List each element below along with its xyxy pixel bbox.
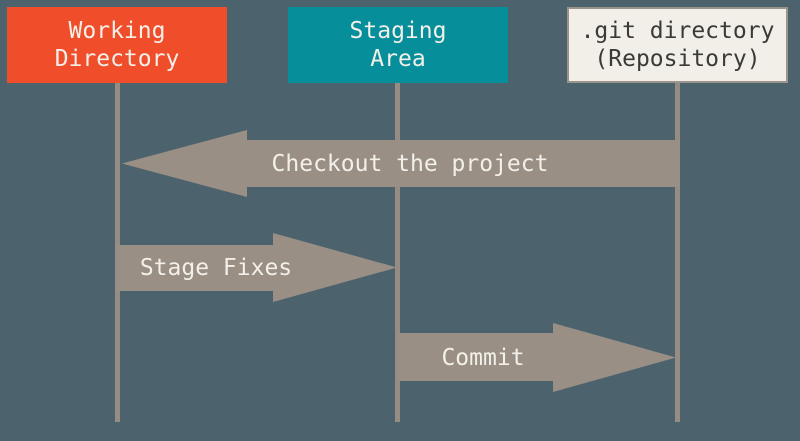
working-directory-label-line1: Working	[68, 18, 166, 44]
stage-fixes-arrow-label: Stage Fixes	[139, 255, 293, 281]
git-directory-lifeline	[675, 83, 680, 422]
staging-area-lifeline	[395, 83, 400, 422]
git-directory-label-line1: .git directory	[580, 18, 775, 44]
working-directory-label-line2: Directory	[54, 46, 180, 72]
git-directory-label-line2: (Repository)	[594, 46, 761, 72]
staging-area-box: Staging Area	[288, 7, 508, 83]
git-directory-box: .git directory (Repository)	[567, 7, 788, 83]
stage-fixes-arrow	[116, 233, 397, 302]
staging-area-label-line1: Staging	[349, 18, 447, 44]
checkout-arrow-label: Checkout the project	[271, 151, 549, 177]
working-directory-box: Working Directory	[7, 7, 227, 83]
checkout-arrow	[122, 130, 680, 197]
staging-area-label-line2: Area	[370, 46, 426, 72]
commit-arrow	[398, 323, 676, 392]
commit-arrow-label: Commit	[441, 345, 525, 371]
